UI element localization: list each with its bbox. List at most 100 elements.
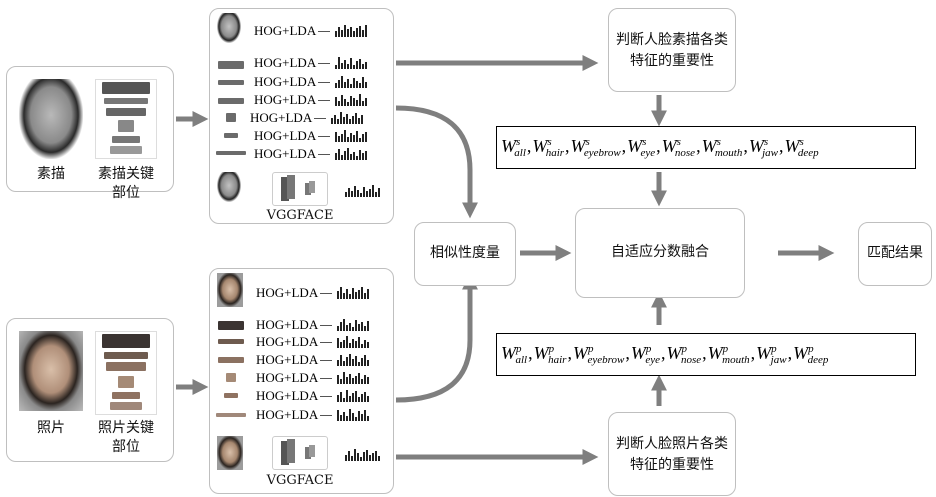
feature-row: HOG+LDA: [254, 128, 367, 144]
feature-row: HOG+LDA: [256, 285, 369, 301]
histogram: [335, 25, 367, 37]
photo-importance-box: 判断人脸照片各类 特征的重要性: [608, 412, 736, 496]
fusion-box: 自适应分数融合: [575, 208, 745, 298]
histogram: [337, 287, 369, 299]
sketch-weights: Wsall,Wshair,Wseyebrow,Wseye,Wsnose,Wsmo…: [501, 136, 819, 160]
weight-term: Wshair: [532, 136, 564, 160]
feature-row: HOG+LDA: [254, 55, 367, 71]
eyebrow-strip: [218, 80, 244, 85]
feature-label: HOG+LDA: [254, 55, 316, 71]
feature-row: HOG+LDA: [250, 110, 363, 126]
histogram: [337, 336, 369, 348]
sketch-parts-caption: 素描关键 部位: [91, 165, 161, 203]
fusion-label: 自适应分数融合: [576, 243, 744, 262]
weight-term: Wpjaw: [756, 343, 786, 367]
hair-strip: [218, 321, 244, 330]
sketch-input-box: 素描 素描关键 部位: [6, 66, 174, 192]
similarity-label: 相似性度量: [415, 244, 515, 263]
feature-row: HOG+LDA: [256, 352, 369, 368]
photo-caption: 照片: [21, 419, 81, 438]
jaw-strip: [216, 151, 246, 155]
photo-face-image: [19, 331, 83, 411]
weight-term: Wsnose: [662, 136, 695, 160]
histogram: [337, 319, 369, 331]
photo-importance-label: 判断人脸照片各类 特征的重要性: [609, 434, 735, 476]
hair-strip: [218, 61, 244, 69]
feature-row: HOG+LDA: [254, 23, 367, 39]
feature-row: HOG+LDA: [256, 334, 369, 350]
weight-term: Wseye: [627, 136, 655, 160]
arrow-top-to-similarity: [396, 108, 470, 212]
sketch-weights-box: Wsall,Wshair,Wseyebrow,Wseye,Wsnose,Wsmo…: [496, 126, 916, 169]
weight-term: Wpall: [501, 343, 527, 367]
weight-term: Wphair: [534, 343, 567, 367]
histogram: [335, 57, 367, 69]
weight-term: Wsall: [501, 136, 526, 160]
sketch-parts-image: [95, 79, 157, 159]
photo-input-box: 照片 照片关键 部位: [6, 318, 174, 462]
feature-row: HOG+LDA: [256, 317, 369, 333]
photo-features-box: HOG+LDA HOG+LDA HOG+LDA HOG+LDA HOG+LDA …: [209, 268, 394, 494]
mouth-strip: [224, 393, 238, 398]
feature-label: HOG+LDA: [254, 92, 316, 108]
photo-parts-caption: 照片关键 部位: [91, 419, 161, 457]
sketch-face-thumb: [217, 13, 241, 43]
weight-term: Wpdeep: [793, 343, 828, 367]
feature-label: HOG+LDA: [250, 110, 312, 126]
sketch-features-box: HOG+LDA HOG+LDA HOG+LDA HOG+LDA HOG+LDA …: [209, 8, 394, 224]
feature-label: HOG+LDA: [256, 317, 318, 333]
photo-weights: Wpall,Wphair,Wpeyebrow,Wpeye,Wpnose,Wpmo…: [501, 343, 828, 367]
feature-row: HOG+LDA: [256, 407, 369, 423]
sketch-caption: 素描: [21, 165, 81, 184]
feature-label: HOG+LDA: [254, 23, 316, 39]
weight-term: Wpeye: [631, 343, 660, 367]
histogram: [337, 372, 369, 384]
nose-strip: [226, 113, 236, 122]
weight-term: Wseyebrow: [571, 136, 621, 160]
result-label: 匹配结果: [859, 244, 931, 263]
histogram: [337, 354, 369, 366]
jaw-strip: [216, 413, 246, 417]
eye-strip: [218, 357, 244, 363]
nose-strip: [226, 373, 236, 382]
feature-label: HOG+LDA: [254, 146, 316, 162]
photo-parts-image: [95, 331, 157, 415]
eye-strip: [218, 98, 244, 104]
feature-label: HOG+LDA: [254, 74, 316, 90]
feature-label: HOG+LDA: [256, 388, 318, 404]
histogram: [335, 76, 367, 88]
feature-label: HOG+LDA: [256, 285, 318, 301]
vgg-label: VGGFACE: [260, 206, 340, 225]
histogram: [345, 185, 380, 197]
histogram: [331, 112, 363, 124]
vgg-label: VGGFACE: [260, 471, 340, 490]
result-box: 匹配结果: [858, 222, 932, 286]
histogram: [335, 148, 367, 160]
weight-term: Wsmouth: [702, 136, 743, 160]
sketch-face-image: [19, 79, 83, 159]
weight-term: Wpeyebrow: [573, 343, 624, 367]
histogram: [337, 390, 369, 402]
feature-row: HOG+LDA: [254, 146, 367, 162]
weight-term: Wpmouth: [708, 343, 750, 367]
feature-label: HOG+LDA: [256, 370, 318, 386]
weight-term: Wsdeep: [785, 136, 819, 160]
feature-label: HOG+LDA: [254, 128, 316, 144]
eyebrow-strip: [218, 339, 244, 344]
sketch-importance-box: 判断人脸素描各类 特征的重要性: [608, 8, 736, 92]
histogram: [335, 94, 367, 106]
photo-face-thumb-deep: [217, 436, 243, 470]
feature-label: HOG+LDA: [256, 352, 318, 368]
feature-label: HOG+LDA: [256, 407, 318, 423]
feature-row: HOG+LDA: [254, 74, 367, 90]
photo-face-thumb: [217, 273, 243, 307]
weight-term: Wsjaw: [749, 136, 778, 160]
cnn-block: [272, 172, 328, 206]
histogram: [345, 449, 380, 461]
histogram: [337, 409, 369, 421]
similarity-box: 相似性度量: [414, 222, 516, 286]
feature-row: HOG+LDA: [256, 370, 369, 386]
weight-term: Wpnose: [666, 343, 701, 367]
sketch-face-thumb-deep: [217, 172, 241, 202]
arrow-bottom-to-similarity: [396, 280, 470, 400]
